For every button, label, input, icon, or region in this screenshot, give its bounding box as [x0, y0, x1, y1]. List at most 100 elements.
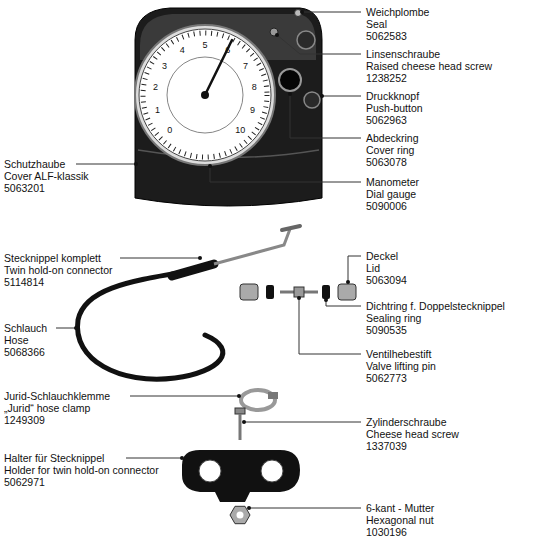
part-name-de: Deckel [366, 250, 398, 262]
part-name-en: Push-button [366, 102, 423, 114]
leader-line [130, 396, 239, 397]
part-name-de: Halter für Stecknippel [4, 452, 104, 464]
dial-number: 0 [167, 125, 172, 135]
leader-dot [180, 456, 184, 460]
dial-number: 7 [243, 61, 248, 71]
valve-pin-collar [294, 287, 304, 297]
leader-line [126, 458, 182, 459]
part-name-de: Stecknippel komplett [4, 252, 101, 264]
leader-dot [242, 420, 246, 424]
push-button [297, 31, 315, 49]
dial-number: 6 [225, 45, 230, 55]
needle-hub [201, 91, 209, 99]
leader-line [290, 94, 361, 138]
part-name-en: „Jurid“ hose clamp [4, 402, 90, 414]
hex-nut [230, 506, 250, 523]
part-name-en: Hexagonal nut [366, 514, 434, 526]
part-name-en: Cover ALF-klassik [4, 170, 89, 182]
leader-dot [134, 162, 138, 166]
connector-handle [282, 226, 300, 230]
part-number: 5062963 [366, 114, 407, 126]
leader-dot [346, 280, 350, 284]
part-name-de: Zylinderschraube [366, 416, 447, 428]
dial-number: 3 [162, 61, 167, 71]
part-name-de: Weichplombe [366, 6, 429, 18]
part-name-en: Seal [366, 18, 387, 30]
part-number: 1238252 [366, 72, 407, 84]
leader-line [348, 256, 361, 282]
screw-shaft [239, 414, 242, 440]
lid-part [338, 284, 356, 300]
dial-number: 1 [155, 105, 160, 115]
dial-face [139, 29, 271, 161]
leader-line [322, 96, 361, 97]
part-name-en: Twin hold-on connector [4, 264, 113, 276]
leader-line [299, 298, 361, 354]
hose [77, 268, 222, 379]
dial-number: 10 [235, 125, 245, 135]
part-name-en: Sealing ring [366, 312, 421, 324]
clamp-ear [268, 392, 278, 399]
part-name-de: Manometer [366, 176, 419, 188]
leader-dot [300, 10, 304, 14]
part-number: 5062773 [366, 372, 407, 384]
part-name-de: Schutzhaube [4, 158, 65, 170]
part-number: 5068366 [4, 346, 45, 358]
gauge-housing [135, 8, 322, 206]
part-number: 5090535 [366, 324, 407, 336]
part-number: 5090006 [366, 200, 407, 212]
part-name-de: Druckknopf [366, 90, 419, 102]
screw-head [270, 28, 278, 36]
cover-ring [279, 69, 301, 91]
leader-dot [324, 298, 328, 302]
dial-rim [135, 25, 275, 165]
part-name-en: Cheese head screw [366, 428, 459, 440]
part-number: 5063094 [366, 274, 407, 286]
part-number: 5063201 [4, 182, 45, 194]
leader-lines [56, 12, 361, 508]
part-name-de: Linsenschraube [366, 48, 440, 60]
sealing-ring-part [266, 285, 274, 299]
leader-line [120, 258, 200, 259]
part-name-en: Holder for twin hold-on connector [4, 464, 159, 476]
dial-number: 5 [202, 40, 207, 50]
leader-line [76, 164, 136, 165]
leader-line [244, 422, 361, 423]
leader-line [302, 12, 361, 13]
part-name-de: Dichtring f. Doppelstecknippel [366, 300, 505, 312]
part-name-de: 6-kant - Mutter [366, 502, 434, 514]
connector-sleeve [172, 264, 214, 276]
nut-bore [237, 512, 244, 519]
leader-dot [297, 296, 301, 300]
part-name-de: Jurid-Schlauchklemme [4, 390, 110, 402]
part-number: 5063078 [366, 156, 407, 168]
leader-dot [208, 164, 212, 168]
dial-number: 9 [250, 105, 255, 115]
part-number: 5062971 [4, 476, 45, 488]
part-number: 1030196 [366, 526, 407, 538]
part-name-en: Lid [366, 262, 380, 274]
leader-line [210, 166, 361, 182]
leader-dot [320, 94, 324, 98]
connector-holder [182, 450, 300, 502]
leader-dot [247, 506, 251, 510]
leader-dot [198, 256, 202, 260]
dial-number: 2 [153, 82, 158, 92]
dial-number: 8 [252, 82, 257, 92]
holder-hole [199, 460, 221, 482]
dial-inner-scale [167, 57, 243, 133]
part-number: 5114814 [4, 276, 44, 288]
part-name-en: Valve lifting pin [366, 360, 436, 372]
leader-dot [288, 92, 292, 96]
leader-dot [275, 33, 279, 37]
leader-dot [74, 326, 78, 330]
part-name-de: Schlauch [4, 322, 47, 334]
leader-line [277, 35, 361, 54]
screw-head [235, 408, 245, 414]
leader-line [249, 508, 361, 509]
part-number: 1337039 [366, 440, 407, 452]
part-number: 5062583 [366, 30, 407, 42]
push-button [304, 92, 320, 108]
part-name-en: Cover ring [366, 144, 414, 156]
